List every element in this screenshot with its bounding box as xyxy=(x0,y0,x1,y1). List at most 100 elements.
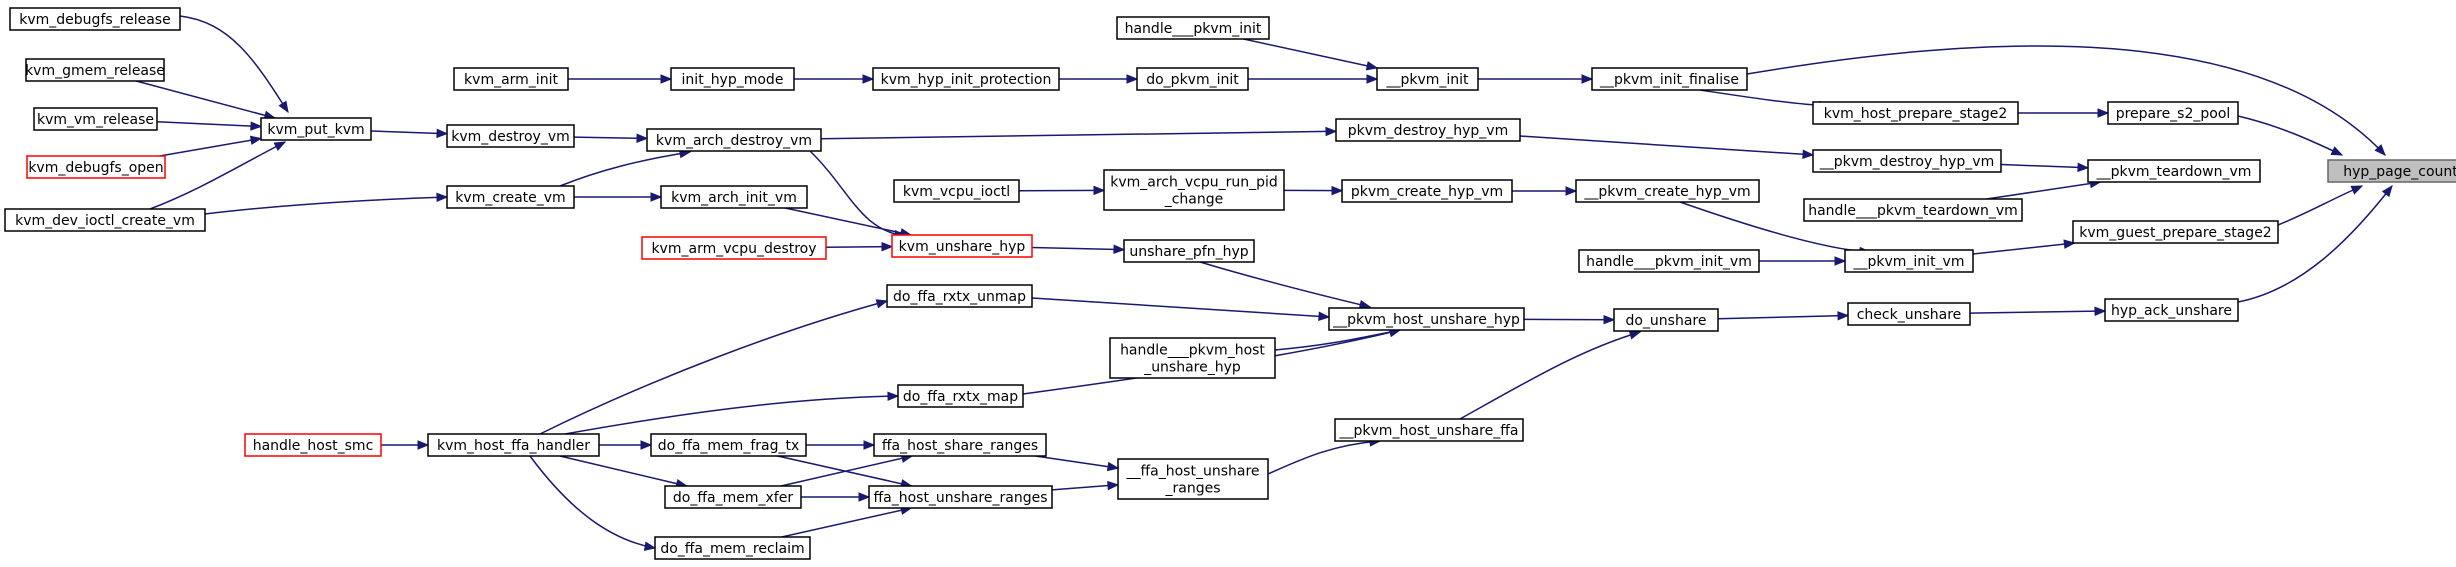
node-box xyxy=(446,185,575,209)
node-label: handle___pkvm_teardown_vm xyxy=(1808,203,2018,219)
node-box xyxy=(893,179,1020,203)
node-kvm-guest-prepare-stage2[interactable]: kvm_guest_prepare_stage2 xyxy=(2072,220,2279,244)
node-label: do_unshare xyxy=(1625,313,1706,329)
node-kvm-vm-release[interactable]: kvm_vm_release xyxy=(33,107,158,131)
node-kvm-vcpu-ioctl[interactable]: kvm_vcpu_ioctl xyxy=(893,179,1020,203)
node-label: kvm_unshare_hyp xyxy=(899,239,1026,255)
node-label: do_ffa_mem_reclaim xyxy=(660,541,804,557)
edge-kvm-dev-ioctl-create-vm-to-kvm-put-kvm xyxy=(149,141,287,210)
node-unshare-pfn-hyp[interactable]: unshare_pfn_hyp xyxy=(1123,239,1255,263)
node-label: kvm_debugfs_release xyxy=(19,12,170,28)
node-ffa-host-unshare-ranges[interactable]: ffa_host_unshare_ranges xyxy=(868,485,1053,509)
node-label: do_pkvm_init xyxy=(1146,72,1239,88)
node-check-unshare[interactable]: check_unshare xyxy=(1847,302,1971,326)
node-kvm-arch-destroy-vm[interactable]: kvm_arch_destroy_vm xyxy=(646,128,822,152)
node-pkvm-destroy-hyp-vm[interactable]: pkvm_destroy_hyp_vm xyxy=(1335,118,1521,142)
node-kvm-hyp-init-protection[interactable]: kvm_hyp_init_protection xyxy=(872,67,1060,91)
node-label: kvm_put_kvm xyxy=(267,122,364,138)
node-handle-pkvm-init-vm[interactable]: handle___pkvm_init_vm xyxy=(1578,249,1760,273)
edge-pkvm-destroy-hyp-vm-hyp-to-pkvm-teardown-vm xyxy=(2000,162,2090,173)
node-pkvm-init-finalise[interactable]: __pkvm_init_finalise xyxy=(1591,67,1748,91)
node-box xyxy=(260,117,372,141)
node-ffa-host-share-ranges[interactable]: ffa_host_share_ranges xyxy=(873,433,1047,457)
edges-layer xyxy=(136,15,2393,551)
edge-do-ffa-mem-xfer-to-ffa-host-unshare-ranges xyxy=(801,492,871,502)
node-kvm-arch-vcpu-run-pid-change[interactable]: kvm_arch_vcpu_run_pid_change xyxy=(1103,169,1285,211)
node-label: hyp_page_count xyxy=(2343,164,2456,180)
node-label: __pkvm_create_hyp_vm xyxy=(1583,184,1750,200)
node-handle-host-smc[interactable]: handle_host_smc xyxy=(244,433,382,457)
node-box xyxy=(646,128,822,152)
node-do-ffa-mem-reclaim[interactable]: do_ffa_mem_reclaim xyxy=(654,536,811,560)
node-box xyxy=(1116,16,1270,40)
node-label: __pkvm_host_unshare_hyp xyxy=(1332,312,1520,328)
node-box xyxy=(25,58,165,82)
node-handle-pkvm-host-unshare-hyp[interactable]: handle___pkvm_host_unshare_hyp xyxy=(1109,337,1276,379)
node-init-hyp-mode[interactable]: init_hyp_mode xyxy=(670,67,795,91)
node-box xyxy=(446,124,575,148)
node-pkvm-init[interactable]: __pkvm_init xyxy=(1376,67,1479,91)
node-kvm-debugfs-release[interactable]: kvm_debugfs_release xyxy=(9,7,181,31)
node-box xyxy=(26,155,166,179)
node-label: kvm_guest_prepare_stage2 xyxy=(2079,225,2271,241)
node-label: _change xyxy=(1164,192,1224,208)
node-label: check_unshare xyxy=(1857,307,1962,323)
edge-kvm-unshare-hyp-to-unshare-pfn-hyp xyxy=(1031,244,1126,255)
node-handle-pkvm-teardown-vm[interactable]: handle___pkvm_teardown_vm xyxy=(1803,198,2023,222)
node-label: __pkvm_init xyxy=(1385,72,1469,88)
node-do-pkvm-init[interactable]: do_pkvm_init xyxy=(1136,67,1249,91)
node-label: pkvm_destroy_hyp_vm xyxy=(1348,123,1508,139)
node-label: __pkvm_init_finalise xyxy=(1599,72,1739,88)
node-box xyxy=(891,234,1033,258)
node-pkvm-create-hyp-vm-hyp[interactable]: __pkvm_create_hyp_vm xyxy=(1575,179,1760,203)
edge-kvm-arm-init-to-init-hyp-mode xyxy=(568,74,673,84)
node-box xyxy=(33,107,158,131)
edge-pkvm-host-unshare-ffa-to-do-unshare xyxy=(1459,330,1642,420)
node-label: do_ffa_rxtx_unmap xyxy=(893,289,1026,305)
node-kvm-unshare-hyp[interactable]: kvm_unshare_hyp xyxy=(891,234,1033,258)
node-pkvm-host-unshare-hyp[interactable]: __pkvm_host_unshare_hyp xyxy=(1328,307,1525,331)
node-pkvm-init-vm[interactable]: __pkvm_init_vm xyxy=(1844,249,1974,273)
node-kvm-arm-init[interactable]: kvm_arm_init xyxy=(453,67,569,91)
node-pkvm-teardown-vm[interactable]: __pkvm_teardown_vm xyxy=(2087,159,2261,183)
edge-kvm-put-kvm-to-kvm-destroy-vm xyxy=(370,128,449,139)
node-kvm-debugfs-open[interactable]: kvm_debugfs_open xyxy=(26,155,166,179)
node-prepare-s2-pool[interactable]: prepare_s2_pool xyxy=(2107,101,2239,125)
node-do-ffa-rxtx-unmap[interactable]: do_ffa_rxtx_unmap xyxy=(886,284,1033,308)
edge-unshare-pfn-hyp-to-pkvm-host-unshare-hyp xyxy=(1199,261,1372,310)
node-label: _ranges xyxy=(1164,481,1220,497)
node-kvm-gmem-release[interactable]: kvm_gmem_release xyxy=(25,58,165,82)
edge-kvm-host-ffa-handler-to-do-ffa-rxtx-unmap xyxy=(539,299,889,435)
node-kvm-host-ffa-handler[interactable]: kvm_host_ffa_handler xyxy=(427,433,600,457)
node-handle-pkvm-init[interactable]: handle___pkvm_init xyxy=(1116,16,1270,40)
node-box xyxy=(1328,307,1525,331)
node-do-ffa-mem-xfer[interactable]: do_ffa_mem_xfer xyxy=(664,485,802,509)
node-label: __pkvm_destroy_hyp_vm xyxy=(1819,154,1994,170)
node-kvm-dev-ioctl-create-vm[interactable]: kvm_dev_ioctl_create_vm xyxy=(4,208,206,232)
node-kvm-put-kvm[interactable]: kvm_put_kvm xyxy=(260,117,372,141)
node-do-ffa-mem-frag-tx[interactable]: do_ffa_mem_frag_tx xyxy=(650,433,807,457)
node-box xyxy=(1117,458,1269,500)
node-kvm-arch-init-vm[interactable]: kvm_arch_init_vm xyxy=(660,185,808,209)
edge-ffa-host-share-ranges-to-ffa-host-unshare-ranges-inner xyxy=(1035,455,1120,472)
node-box xyxy=(427,433,600,457)
node-hyp-ack-unshare[interactable]: hyp_ack_unshare xyxy=(2104,298,2239,322)
node-ffa-host-unshare-ranges-inner[interactable]: __ffa_host_unshare_ranges xyxy=(1117,458,1269,500)
node-pkvm-create-hyp-vm[interactable]: pkvm_create_hyp_vm xyxy=(1341,179,1513,203)
node-do-unshare[interactable]: do_unshare xyxy=(1613,308,1719,332)
node-box xyxy=(2107,101,2239,125)
node-kvm-host-prepare-stage2[interactable]: kvm_host_prepare_stage2 xyxy=(1812,101,2019,125)
node-kvm-create-vm[interactable]: kvm_create_vm xyxy=(446,185,575,209)
node-kvm-arm-vcpu-destroy[interactable]: kvm_arm_vcpu_destroy xyxy=(641,236,827,260)
edge-pkvm-init-finalise-to-kvm-host-prepare-stage2 xyxy=(1699,89,1832,111)
node-label: do_ffa_mem_frag_tx xyxy=(658,438,800,454)
node-kvm-destroy-vm[interactable]: kvm_destroy_vm xyxy=(446,124,575,148)
edge-handle-pkvm-host-unshare-hyp-to-pkvm-host-unshare-hyp xyxy=(1274,327,1402,351)
node-label: kvm_arm_init xyxy=(464,72,558,88)
node-do-ffa-rxtx-map[interactable]: do_ffa_rxtx_map xyxy=(897,384,1024,408)
node-box xyxy=(1335,118,1521,142)
edge-kvm-host-ffa-handler-to-do-ffa-mem-xfer xyxy=(559,455,688,489)
node-pkvm-destroy-hyp-vm-hyp[interactable]: __pkvm_destroy_hyp_vm xyxy=(1812,149,2002,173)
node-pkvm-host-unshare-ffa[interactable]: __pkvm_host_unshare_ffa xyxy=(1334,418,1524,442)
